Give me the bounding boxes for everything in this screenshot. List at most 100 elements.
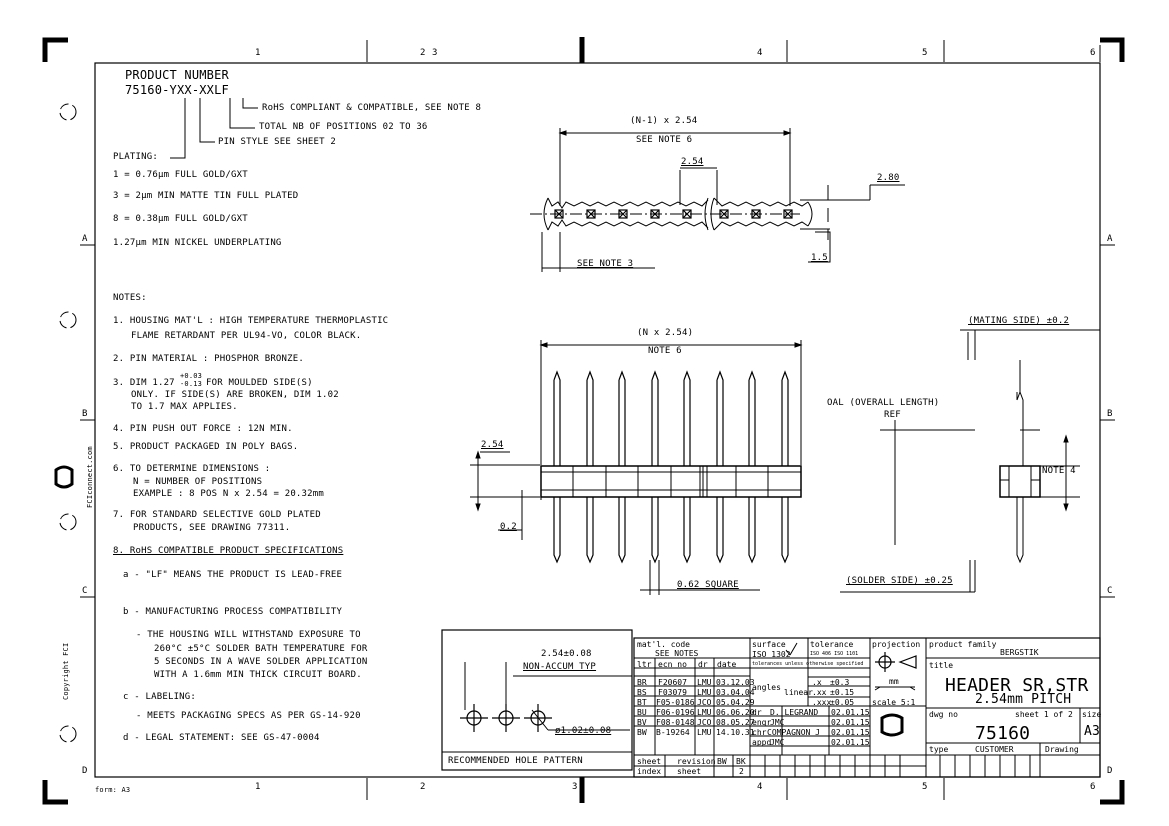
product-number: 75160-YXX-XXLF <box>125 83 229 97</box>
tb-signoff-date: 02.01.15 <box>831 708 870 717</box>
tb-size: A3 <box>1084 724 1101 739</box>
zone-row-a: A <box>82 234 88 244</box>
note-7: 7. FOR STANDARD SELECTIVE GOLD PLATED <box>113 510 321 520</box>
note-2: 2. PIN MATERIAL : PHOSPHOR BRONZE. <box>113 354 305 364</box>
zone-row-b: B <box>82 409 88 419</box>
tb-signoff-name: COMPAGNON J <box>767 728 820 737</box>
side-oal: OAL (OVERALL LENGTH) <box>827 398 940 408</box>
side-solder: (SOLDER SIDE) ±0.25 <box>846 576 953 586</box>
tb-signoff-role: chr <box>752 728 767 737</box>
zone-row-c: C <box>82 586 88 596</box>
tb-rev-dr: LMU <box>697 728 712 737</box>
tb-rev-ltr: BW <box>637 728 647 737</box>
plating-option: 3 = 2μm MIN MATTE TIN FULL PLATED <box>113 191 299 201</box>
tb-matl-code: SEE NOTES <box>655 649 699 658</box>
note-8: 8. RoHS COMPATIBLE PRODUCT SPECIFICATION… <box>113 546 344 556</box>
side-mating: (MATING SIDE) ±0.2 <box>968 316 1070 326</box>
zone-col-4: 4 <box>757 48 763 58</box>
tb-units: mm <box>889 677 899 686</box>
tb-drawing: Drawing <box>1045 745 1079 754</box>
tb-size-label: size <box>1082 710 1102 719</box>
tb-signoff-date: 02.01.15 <box>831 738 870 747</box>
side-url: FCIconnect.com <box>86 446 94 508</box>
tb-surface-std: ISO 1302 <box>752 650 791 659</box>
tb-rev-bk: BK <box>736 757 746 766</box>
tb-rev-ecn: F20607 <box>658 678 687 687</box>
tb-angles: angles <box>752 683 781 692</box>
tb-sheet2-label: sheet <box>677 767 702 776</box>
note-3-tol-upper: +0.03 <box>180 372 203 380</box>
tb-revision-label: revision <box>677 757 716 766</box>
tb-tol-xxx: .xxx <box>812 698 832 707</box>
top-height: 2.80 <box>877 173 900 183</box>
tb-signoff-role: dr <box>752 708 762 717</box>
tb-tol-x: .x <box>812 678 822 687</box>
note-6-line3: EXAMPLE : 8 POS N x 2.54 = 20.32mm <box>133 489 325 499</box>
form-size: form: A3 <box>95 786 131 794</box>
tb-rev-ecn: F03079 <box>658 688 687 697</box>
callout-positions: TOTAL NB OF POSITIONS 02 TO 36 <box>259 122 428 132</box>
tb-rev-ecn: F06-0196 <box>656 708 695 717</box>
note-8b-line2: 260°C ±5°C SOLDER BATH TEMPERATURE FOR <box>154 644 368 654</box>
zone-col-3: 3 <box>432 48 438 58</box>
tb-title-sub: 2.54mm PITCH <box>975 692 1072 707</box>
front-square: 0.62 SQUARE <box>677 580 739 590</box>
tb-signoff-name: JMC <box>770 718 785 727</box>
tb-rev-dr: JCO <box>697 698 712 707</box>
tb-product-family: BERGSTIK <box>1000 648 1039 657</box>
hole-pitch: 2.54±0.08 <box>541 649 592 659</box>
tb-projection-label: projection <box>872 640 921 649</box>
tb-tolerance-std: ISO 406 ISO 1101 <box>810 651 859 657</box>
tb-rev-ltr: BS <box>637 688 647 697</box>
tb-hdr-ecn: ecn no <box>658 660 687 669</box>
front-note6: NOTE 6 <box>648 346 682 356</box>
zone-row-a-right: A <box>1107 234 1113 244</box>
note-8d: d - LEGAL STATEMENT: SEE GS-47-0004 <box>123 733 320 743</box>
note-3-tol-lower: -0.13 <box>180 380 203 388</box>
hole-nonaccum: NON-ACCUM TYP <box>523 662 597 672</box>
top-dim-overall: (N-1) x 2.54 <box>630 116 698 126</box>
note-8b-line3: 5 SECONDS IN A WAVE SOLDER APPLICATION <box>154 657 368 667</box>
tb-rev-date: 06.06.20 <box>716 708 755 717</box>
tb-rev-ltr: BV <box>637 718 647 727</box>
plating-option: 8 = 0.38μm FULL GOLD/GXT <box>113 214 248 224</box>
top-pitch: 2.54 <box>681 157 704 167</box>
tb-type: CUSTOMER <box>975 745 1014 754</box>
tb-index-label: index <box>637 767 662 776</box>
tb-surface-label: surface <box>752 640 786 649</box>
note-8b-line4: WITH A 1.6mm MIN THICK CIRCUIT BOARD. <box>154 670 362 680</box>
tb-rev-bw: BW <box>717 757 727 766</box>
tb-dwg-no-label: dwg no <box>929 710 958 719</box>
tb-matl-code-label: mat'l. code <box>637 640 690 649</box>
note-6: 6. TO DETERMINE DIMENSIONS : <box>113 464 271 474</box>
tb-rev-date: 03.04.04 <box>716 688 755 697</box>
zone-row-d-right: D <box>1107 766 1113 776</box>
tb-signoff-date: 02.01.15 <box>831 728 870 737</box>
zone-col-2: 2 <box>420 48 426 58</box>
tb-sheet-label: sheet <box>637 757 662 766</box>
product-number-title: PRODUCT NUMBER <box>125 68 229 82</box>
zone-col-6-bottom: 6 <box>1090 782 1096 792</box>
zone-col-6: 6 <box>1090 48 1096 58</box>
callout-pin-style: PIN STYLE SEE SHEET 2 <box>218 137 336 147</box>
hole-pattern-title: RECOMMENDED HOLE PATTERN <box>448 756 583 766</box>
zone-row-b-right: B <box>1107 409 1113 419</box>
tb-rev-date: 08.05.27 <box>716 718 755 727</box>
top-see-note3: SEE NOTE 3 <box>577 259 634 269</box>
tb-rev-ecn: F05-0186 <box>656 698 695 707</box>
tb-rev-date: 14.10.31 <box>716 728 755 737</box>
tb-rev-ltr: BR <box>637 678 647 687</box>
front-pitch: 2.54 <box>481 440 504 450</box>
tb-rev-date: 05.04.29 <box>716 698 755 707</box>
tb-rev-dr: LMU <box>697 708 712 717</box>
tb-rev-dr: LMU <box>697 688 712 697</box>
tb-tolerance-note: tolerances unless otherwise specified <box>752 661 864 667</box>
top-offset: 1.5 <box>811 253 828 263</box>
note-1-cont: FLAME RETARDANT PER UL94-VO, COLOR BLACK… <box>131 331 362 341</box>
tb-signoff-date: 02.01.15 <box>831 718 870 727</box>
tb-rev-ecn: F08-0148 <box>656 718 695 727</box>
tb-rev-dr: LMU <box>697 678 712 687</box>
copyright: Copyright FCI <box>62 642 70 700</box>
